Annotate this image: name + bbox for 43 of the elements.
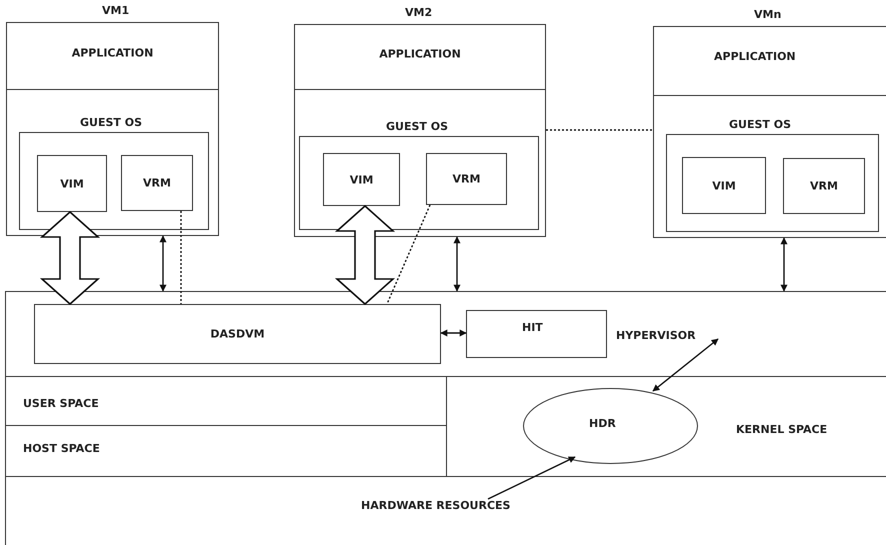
node-label: VIM: [712, 179, 736, 192]
node-label: VRM: [452, 172, 480, 186]
node-label: HIT: [522, 321, 543, 334]
node-label: HOST SPACE: [23, 442, 100, 455]
module-box: [466, 310, 607, 358]
node-label: VRM: [810, 180, 838, 192]
node-label: APPLICATION: [379, 47, 461, 60]
vm-title: VM1: [102, 4, 130, 17]
node-label: HDR: [589, 417, 616, 430]
dotted-line: [386, 204, 431, 304]
module-box: [34, 304, 441, 364]
node-label: GUEST OS: [729, 118, 792, 131]
node-label: HYPERVISOR: [616, 329, 696, 342]
dotted-line: [180, 211, 182, 304]
vm-title: VM2: [405, 6, 432, 19]
node-label: VRM: [143, 176, 171, 190]
node-label: GUEST OS: [80, 116, 142, 129]
arrow: [440, 330, 467, 336]
dotted-line: [546, 129, 653, 131]
hdr-ellipse: [523, 388, 698, 464]
arrow: [652, 338, 719, 392]
node-label: APPLICATION: [72, 46, 154, 60]
node-label: KERNEL SPACE: [736, 423, 828, 436]
node-label: USER SPACE: [23, 397, 99, 410]
vm-title: VMn: [754, 8, 782, 21]
module-box: [37, 155, 107, 212]
module-box: [323, 153, 400, 206]
node-label: VIM: [60, 177, 84, 190]
arrow: [454, 236, 460, 292]
arrow: [488, 456, 576, 500]
arrow: [780, 237, 788, 292]
node-label: VIM: [350, 173, 374, 186]
arrow: [160, 235, 166, 292]
node-label: APPLICATION: [714, 50, 796, 63]
node-label: HARDWARE RESOURCES: [361, 499, 510, 512]
module-box: [783, 158, 865, 214]
block-arrow: [334, 204, 396, 306]
node-label: GUEST OS: [386, 120, 448, 133]
block-arrow: [40, 210, 100, 306]
module-box: [682, 157, 766, 214]
node-label: DASDVM: [210, 328, 265, 340]
module-box: [426, 153, 507, 205]
module-box: [121, 155, 193, 211]
